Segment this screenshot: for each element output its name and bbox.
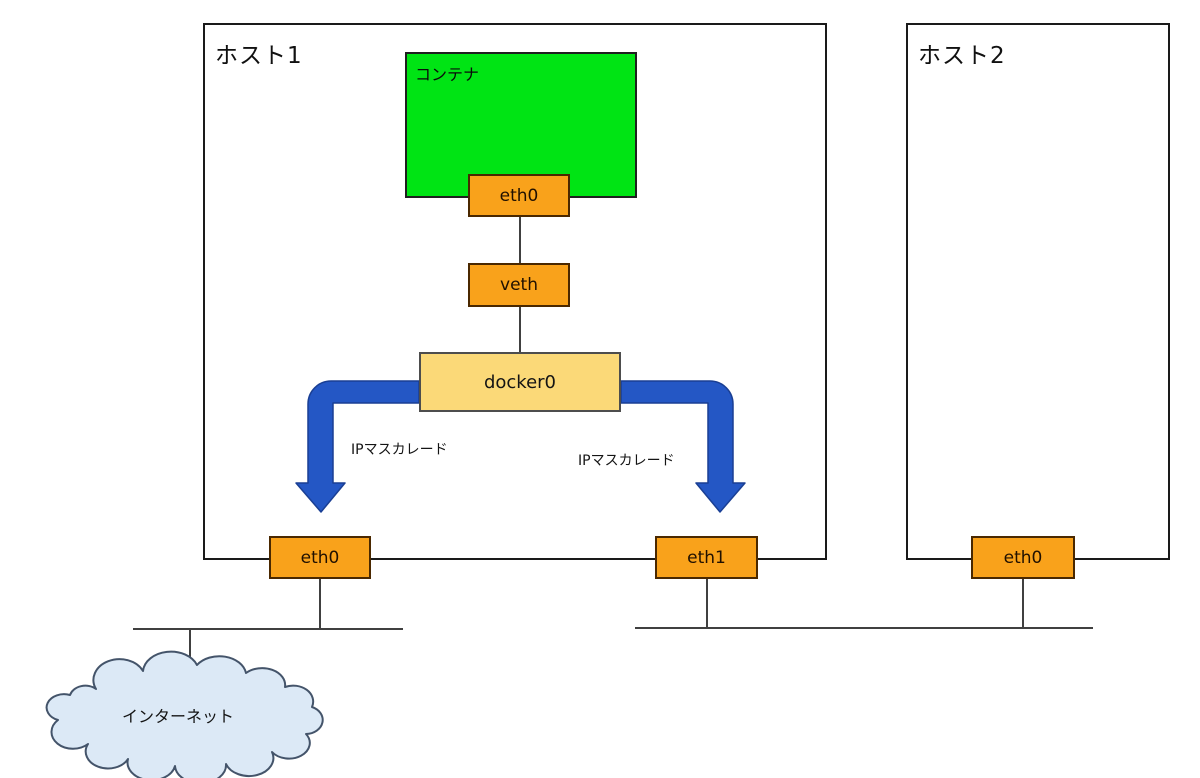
- host1-eth0-node: eth0: [269, 536, 371, 579]
- container-eth0-node: eth0: [468, 174, 570, 217]
- host2-eth0-label: eth0: [1003, 547, 1043, 568]
- veth-node: veth: [468, 263, 570, 307]
- host2-eth0-node: eth0: [971, 536, 1075, 579]
- container-eth0-label: eth0: [499, 185, 539, 206]
- internet-cloud-icon: [45, 650, 324, 778]
- container-box: コンテナ: [405, 52, 637, 198]
- veth-label: veth: [500, 275, 538, 295]
- internet-label: インターネット: [122, 707, 235, 726]
- host1-eth1-node: eth1: [655, 536, 758, 579]
- host1-eth1-label: eth1: [687, 547, 726, 568]
- host1-box: ホスト1: [203, 23, 827, 560]
- docker0-label: docker0: [483, 371, 557, 393]
- container-title: コンテナ: [415, 65, 480, 84]
- nat-arrow-left-icon: [295, 380, 420, 513]
- ip-masquerade-label-right: IPマスカレード: [578, 453, 675, 469]
- nat-arrow-right-icon: [620, 380, 746, 513]
- host1-title: ホスト1: [215, 43, 303, 69]
- docker0-bridge-node: docker0: [419, 352, 621, 412]
- host2-title: ホスト2: [918, 43, 1006, 69]
- ip-masquerade-label-left: IPマスカレード: [351, 442, 448, 458]
- host1-eth0-label: eth0: [300, 547, 340, 568]
